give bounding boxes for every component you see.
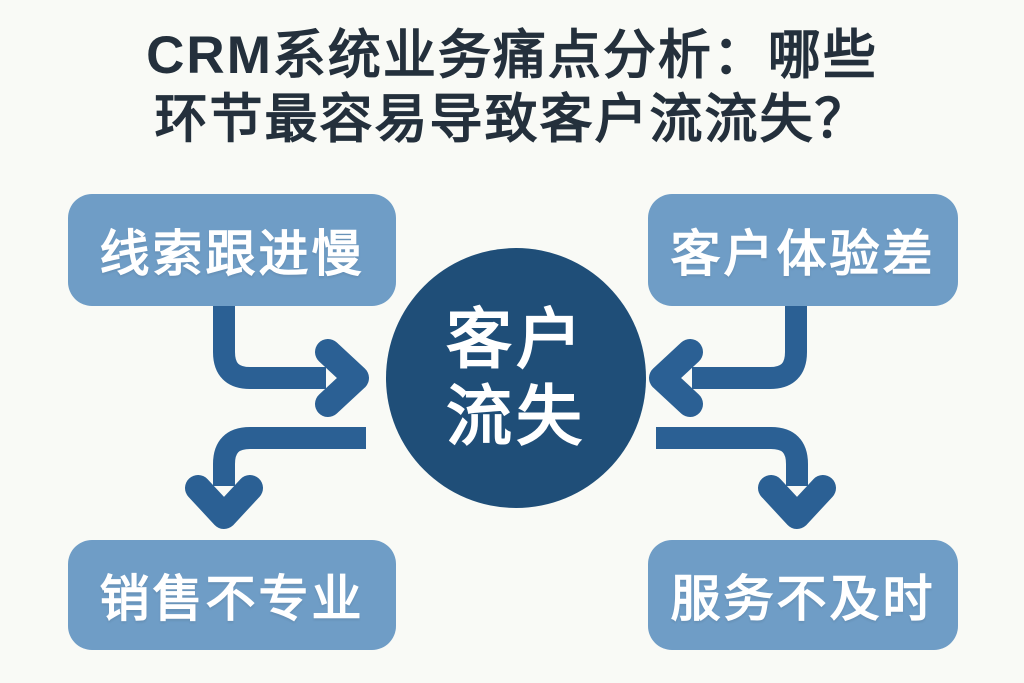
pain-box-label: 线索跟进慢 <box>99 226 365 282</box>
pain-box-unprofessional-sales: 销售不专业 <box>68 540 396 650</box>
page-title-line2: 环节最容易导致客户流流失？ <box>154 89 870 149</box>
arrow-top-right-to-center <box>649 306 807 417</box>
arrowhead-down-icon <box>185 475 263 529</box>
arrowhead-left-icon <box>649 339 703 417</box>
page-title-line1: CRM系统业务痛点分析：哪些 <box>146 26 878 85</box>
arrow-top-left-to-center <box>213 306 369 417</box>
page-title: CRM系统业务痛点分析：哪些 环节最容易导致客户流流失？ <box>0 24 1024 151</box>
pain-box-lead-followup: 线索跟进慢 <box>68 194 396 306</box>
arrow-elbow-line <box>213 306 326 389</box>
arrow-center-to-bottom-left <box>185 427 366 529</box>
center-node-label-line1: 客户 <box>446 302 586 377</box>
arrow-center-to-bottom-right <box>656 427 836 529</box>
pain-box-customer-experience: 客户体验差 <box>648 194 958 306</box>
arrow-elbow-line <box>213 427 366 486</box>
center-node-label-line2: 流失 <box>446 379 586 453</box>
pain-box-label: 销售不专业 <box>99 571 365 627</box>
center-node-customer-churn: 客户 流失 <box>386 248 646 508</box>
arrow-elbow-line <box>656 427 808 486</box>
arrowhead-right-icon <box>315 339 369 417</box>
pain-box-slow-service: 服务不及时 <box>648 540 958 650</box>
pain-box-label: 服务不及时 <box>670 571 936 627</box>
arrow-elbow-line <box>692 306 807 389</box>
arrowhead-down-icon <box>758 475 836 529</box>
pain-box-label: 客户体验差 <box>670 226 936 282</box>
